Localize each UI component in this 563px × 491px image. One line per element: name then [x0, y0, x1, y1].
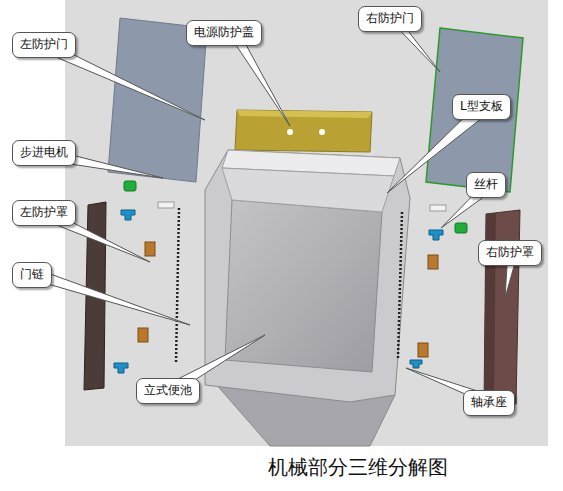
power-cover: [235, 110, 372, 152]
part-label: 丝杆: [466, 172, 506, 198]
door-chain: [176, 208, 179, 362]
background: [65, 0, 548, 446]
part-label: 门链: [12, 262, 52, 288]
toilet-basin: [225, 200, 382, 372]
caption: 机械部分三维分解图: [268, 454, 448, 481]
stepper-motor: [124, 181, 136, 191]
part-label: 轴承座: [463, 390, 515, 416]
part-label: 右防护门: [358, 6, 422, 32]
part-label: 右防护罩: [478, 240, 542, 266]
hole: [287, 129, 293, 135]
toilet-body: [205, 150, 410, 402]
nut-block: [418, 343, 428, 357]
bearing-seat: [429, 230, 443, 240]
callout-tail: [34, 268, 190, 325]
part-label: 电源防护盖: [186, 20, 262, 46]
nut-block: [138, 328, 148, 342]
bearing-seat: [114, 363, 128, 373]
part-label: 左防护门: [12, 32, 76, 58]
part-label: 左防护罩: [12, 200, 76, 226]
nut-block: [145, 242, 155, 256]
toilet-rim: [222, 168, 394, 212]
nut-block: [428, 255, 438, 269]
bearing-seat: [121, 210, 135, 220]
lead-screw: [430, 205, 446, 211]
part-label: 立式便池: [136, 378, 200, 404]
part-label: L型支板: [452, 94, 511, 120]
callout-tails: [34, 18, 518, 405]
power-cover-top: [237, 110, 372, 118]
door-chain: [398, 212, 402, 358]
part-label: 步进电机: [12, 140, 76, 166]
stepper-motor: [455, 223, 467, 233]
hole: [319, 129, 325, 135]
bearing-seat: [410, 360, 422, 368]
right-door: [426, 28, 523, 192]
lead-screw: [158, 202, 174, 208]
